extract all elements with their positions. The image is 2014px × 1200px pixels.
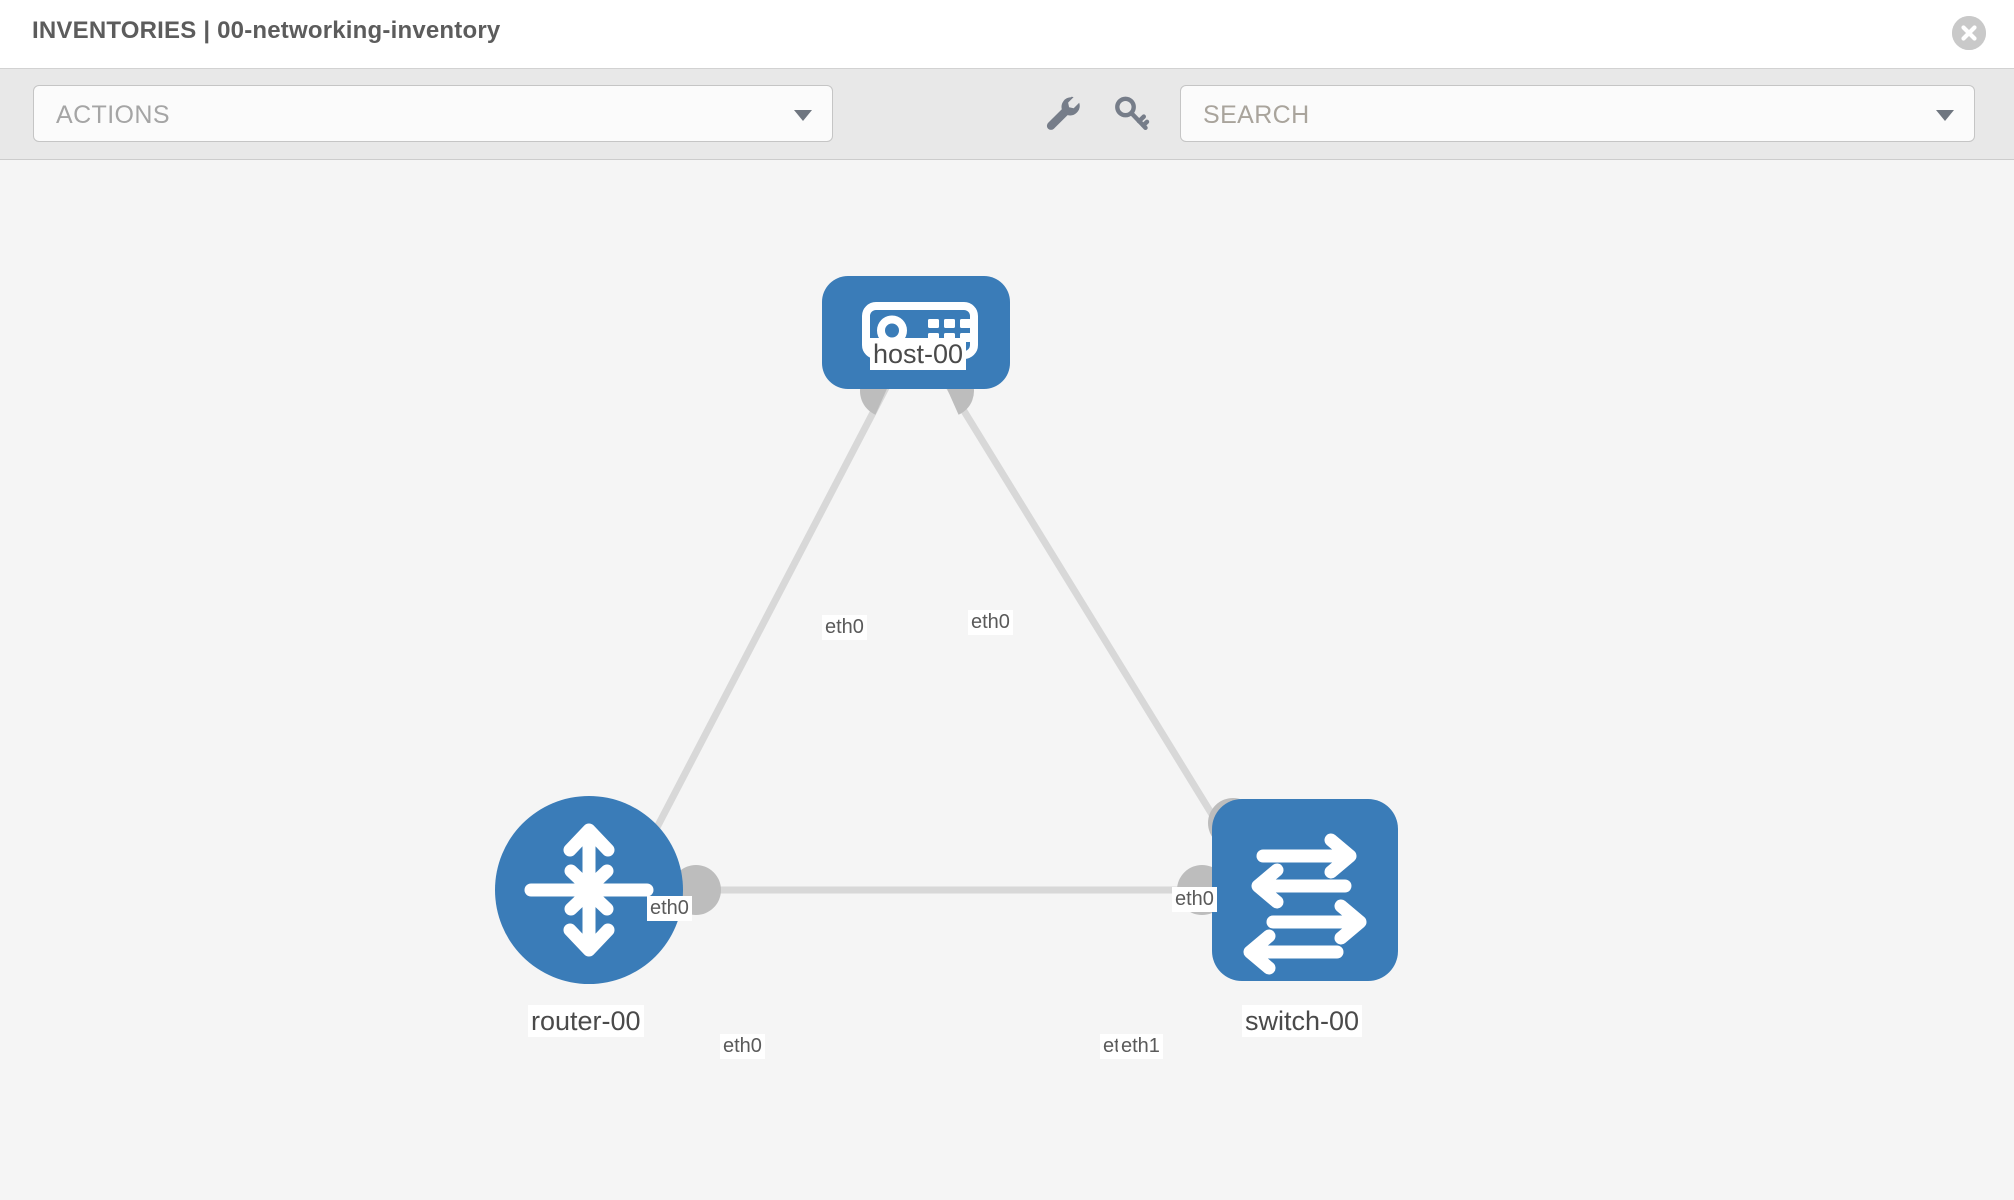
interface-label: eth0 bbox=[968, 610, 1013, 635]
router-arrows-icon bbox=[524, 823, 654, 957]
close-icon[interactable] bbox=[1952, 16, 1986, 50]
key-icon[interactable] bbox=[1108, 91, 1154, 137]
node-host-00[interactable] bbox=[822, 276, 1010, 389]
interface-label: eth0 bbox=[647, 896, 692, 921]
switch-arrows-icon bbox=[1243, 833, 1367, 975]
node-label-host-00: host-00 bbox=[870, 338, 967, 370]
node-label-switch-00: switch-00 bbox=[1242, 1005, 1363, 1037]
node-switch-00[interactable] bbox=[1212, 799, 1398, 981]
chevron-down-icon[interactable] bbox=[1936, 109, 1954, 121]
edge-host-switch bbox=[942, 378, 1243, 862]
interface-label: eth0 bbox=[1172, 887, 1217, 912]
wrench-icon[interactable] bbox=[1040, 91, 1086, 137]
page-header: INVENTORIES | 00-networking-inventory bbox=[0, 0, 2014, 68]
node-label-router-00: router-00 bbox=[528, 1005, 644, 1037]
interface-label: eth1 bbox=[1118, 1034, 1163, 1059]
topology-graph bbox=[495, 276, 1398, 984]
actions-dropdown-label: ACTIONS bbox=[56, 101, 170, 129]
interface-label: eth0 bbox=[720, 1034, 765, 1059]
toolbar: ACTIONS SEARCH bbox=[0, 68, 2014, 160]
topology-canvas[interactable]: host-00 router-00 switch-00 eth0 eth0 et… bbox=[0, 160, 2014, 1200]
search-placeholder: SEARCH bbox=[1203, 101, 1310, 129]
interface-label: eth0 bbox=[822, 615, 867, 640]
chevron-down-icon bbox=[794, 109, 812, 121]
edge-host-router bbox=[636, 378, 894, 862]
node-router-00[interactable] bbox=[495, 796, 683, 984]
page-title: INVENTORIES | 00-networking-inventory bbox=[32, 17, 501, 44]
actions-dropdown[interactable]: ACTIONS bbox=[33, 85, 833, 142]
search-input[interactable]: SEARCH bbox=[1180, 85, 1975, 142]
